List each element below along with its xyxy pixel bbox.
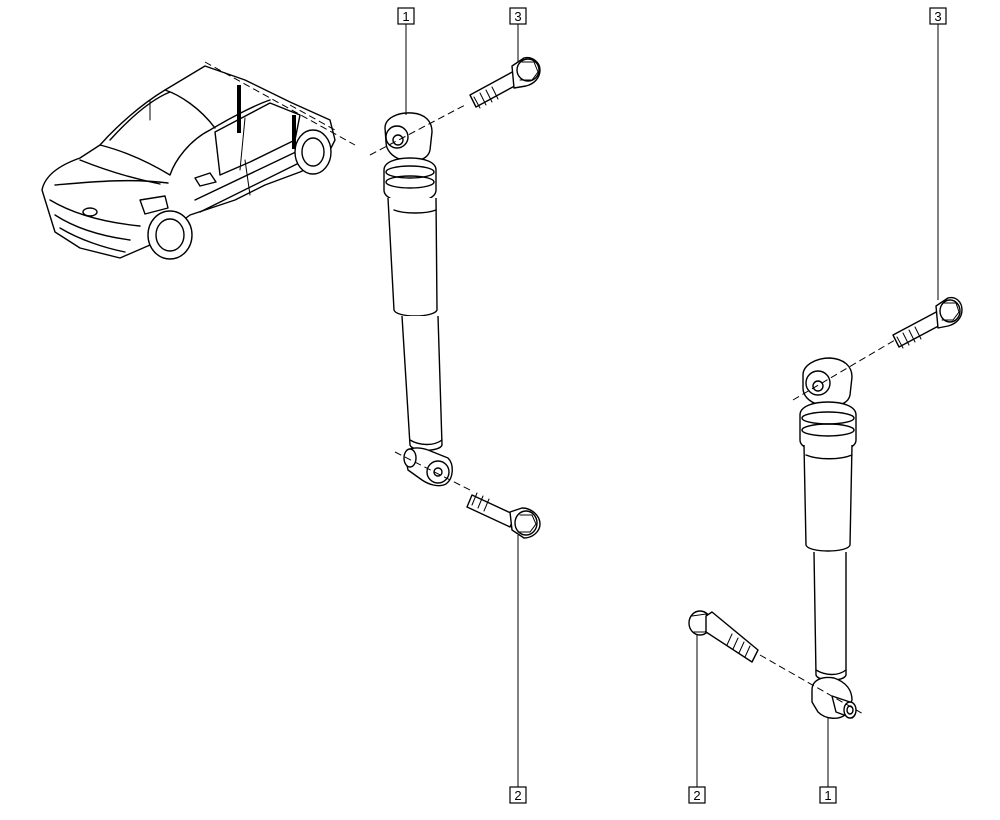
callout-3-top-right: 3 <box>929 7 947 25</box>
callout-label: 2 <box>514 788 521 803</box>
callout-2-bottom-right: 2 <box>688 786 706 804</box>
callout-1-bottom-right: 1 <box>819 786 837 804</box>
shock-absorber-left <box>383 112 453 487</box>
callout-1-top: 1 <box>397 7 415 25</box>
axis-line-right-top <box>792 339 896 401</box>
callout-2-bottom-left: 2 <box>509 786 527 804</box>
bolt-left-top <box>469 56 541 109</box>
callout-label: 2 <box>693 788 700 803</box>
callout-label: 1 <box>824 788 831 803</box>
axis-line-left-bottom <box>394 451 471 491</box>
bolt-right-bottom <box>688 610 759 663</box>
callout-label: 3 <box>514 9 521 24</box>
shock-absorber-right <box>799 357 857 719</box>
callout-3-top-left: 3 <box>509 7 527 25</box>
axis-line-right-bottom <box>759 654 866 716</box>
axis-line-left-top <box>369 104 466 156</box>
callout-label: 3 <box>934 9 941 24</box>
bolt-right-top <box>892 296 963 349</box>
car-illustration <box>41 61 356 260</box>
callout-label: 1 <box>402 9 409 24</box>
bolt-left-bottom <box>466 492 541 539</box>
